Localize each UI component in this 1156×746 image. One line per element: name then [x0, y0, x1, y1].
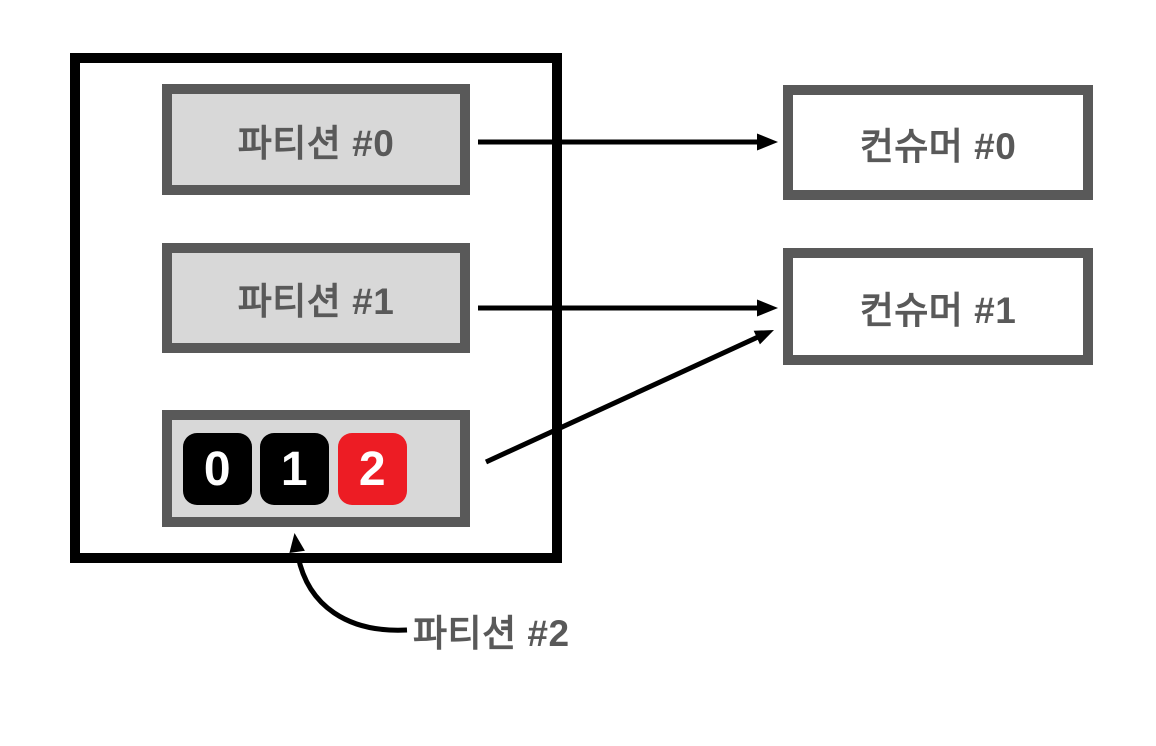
consumer-1-label: 컨슈머 #1 [859, 289, 1017, 331]
record-cell-2: 2 [338, 433, 407, 505]
consumer-0-box: 컨슈머 #0 [783, 85, 1093, 200]
partition-0-label: 파티션 #0 [237, 122, 395, 164]
partition-1-box: 파티션 #1 [162, 243, 470, 353]
partition-2-box: 0 1 2 [162, 410, 470, 527]
arrowhead-icon [753, 330, 774, 345]
consumer-0-label: 컨슈머 #0 [859, 125, 1017, 167]
partition-2-annotation-label: 파티션 #2 [413, 613, 570, 654]
arrowhead-icon [757, 299, 778, 317]
record-cell-0: 0 [183, 433, 252, 505]
record-cell-1: 1 [260, 433, 329, 505]
arrowhead-icon [757, 133, 778, 151]
consumer-1-box: 컨슈머 #1 [783, 248, 1093, 365]
partition-1-label: 파티션 #1 [237, 281, 395, 322]
partition-0-box: 파티션 #0 [162, 84, 470, 195]
